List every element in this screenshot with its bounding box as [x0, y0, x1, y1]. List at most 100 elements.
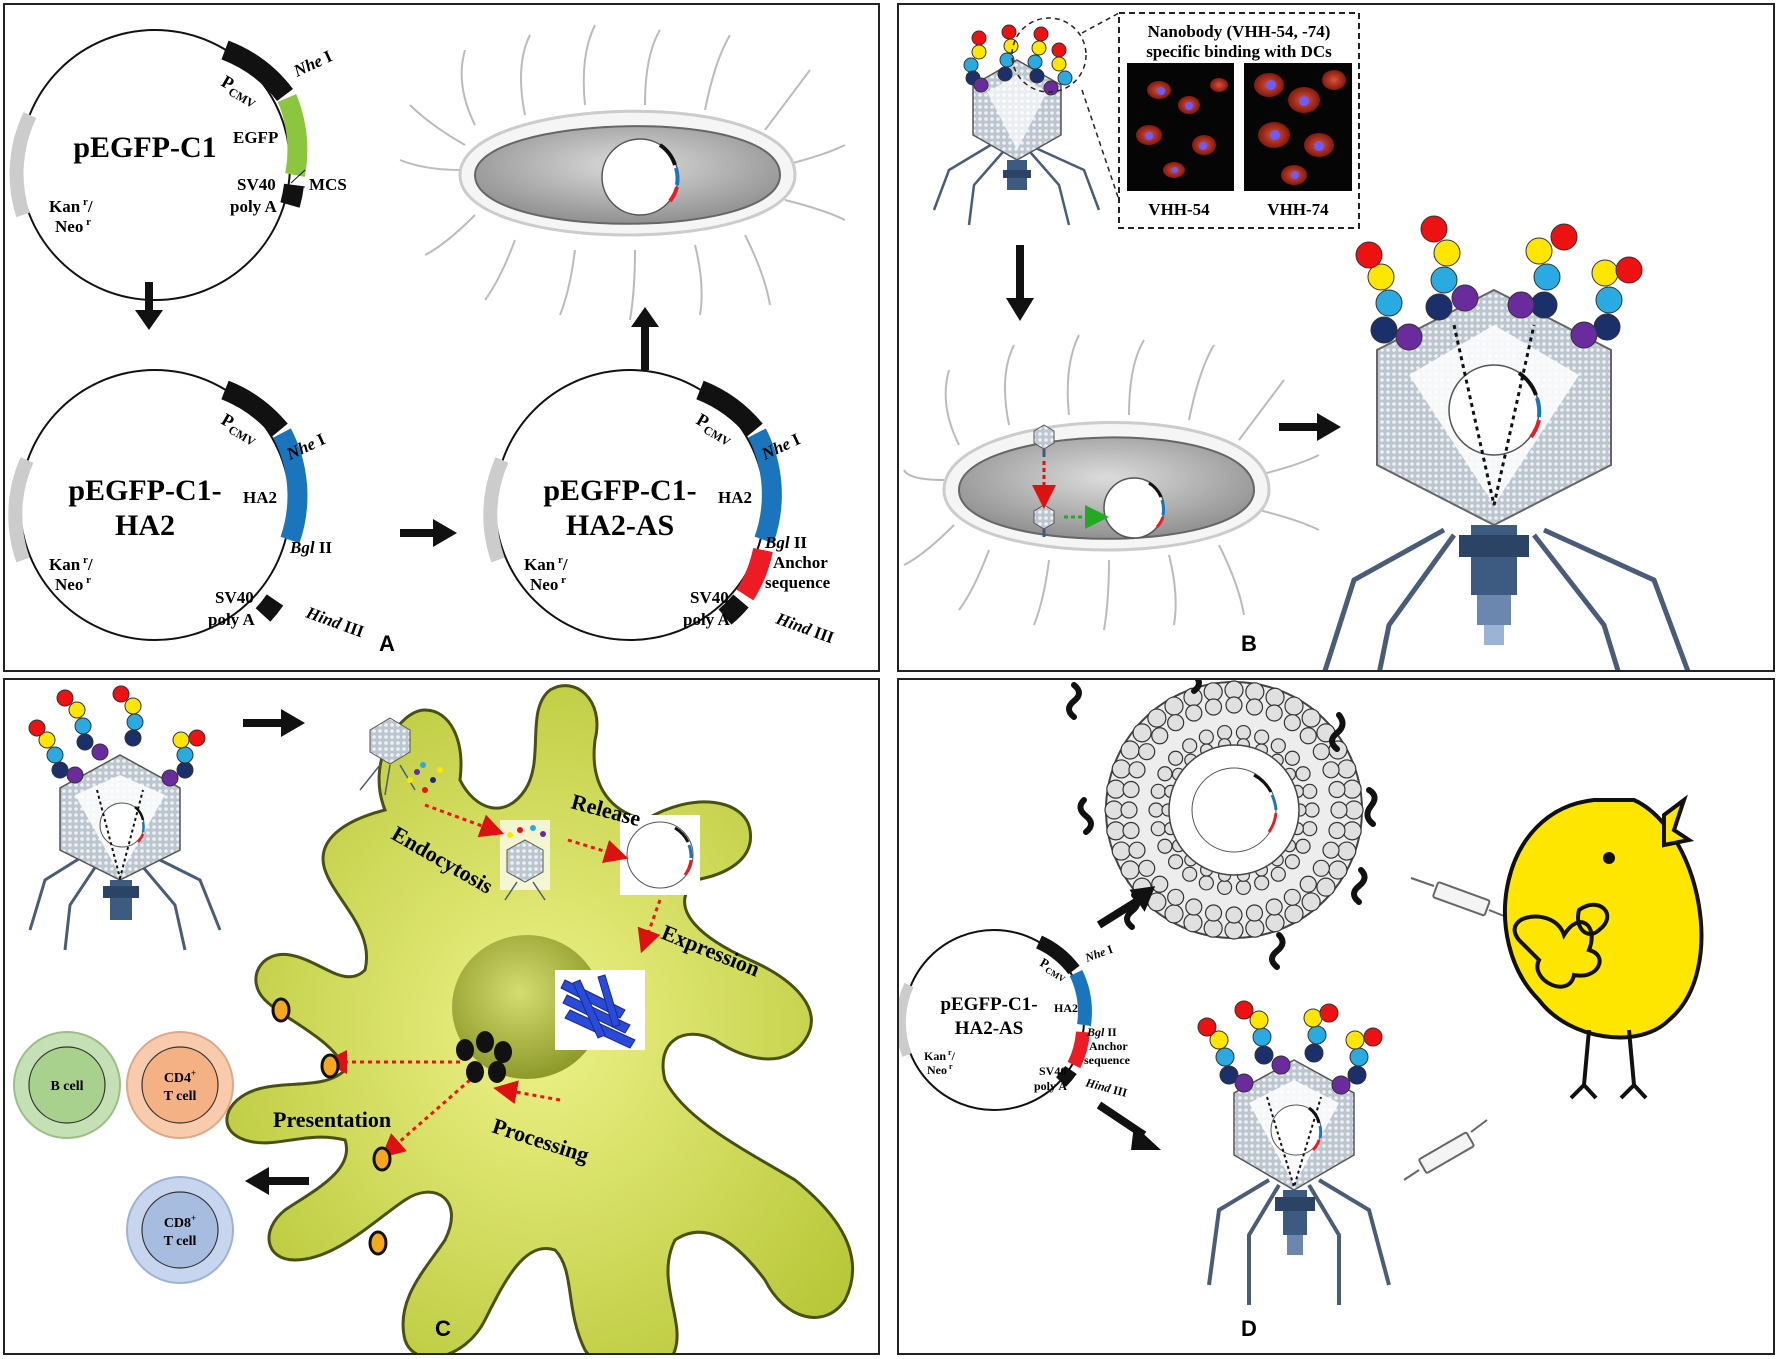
dendritic-cell: [225, 684, 855, 1353]
lipid-head: [1122, 821, 1140, 840]
lipid-head: [1299, 875, 1317, 893]
panel-c-letter: C: [435, 1316, 451, 1341]
lipid-head: [1302, 783, 1318, 799]
plasmid-d-name2: HA2-AS: [955, 1018, 1024, 1039]
phage-d: [1197, 1000, 1391, 1305]
lipid-head: [1167, 714, 1185, 732]
inset-title-2: specific binding with DCs: [1146, 42, 1332, 61]
cd4-tcell-label: T cell: [164, 1089, 197, 1104]
lipid-head: [1316, 877, 1336, 897]
cd8-tcell-label: T cell: [164, 1234, 197, 1249]
lipid-head: [1299, 727, 1317, 745]
plasmid-pegfp-c1: pEGFP-C1 PCMV Nhe I EGFP MCS SV40 poly A…: [9, 29, 347, 301]
bacterium-illustration: [399, 24, 846, 321]
plasmid3-name1: pEGFP-C1-: [543, 474, 696, 507]
lipid-head: [1120, 801, 1138, 819]
lipid-head: [1132, 723, 1152, 743]
sv40-segment: [280, 183, 304, 208]
plasmid2-kan: Kan r/: [49, 554, 93, 574]
b-cell: B cell: [13, 1031, 121, 1139]
egfp-segment: [277, 94, 308, 177]
lipid-head: [1204, 904, 1223, 922]
panel-c: Endocytosis Release Expression Processin…: [3, 678, 880, 1355]
plasmid2-neo: Neo r: [55, 574, 91, 594]
plasmid2-bgl: Bgl II: [289, 538, 332, 557]
lipid-head: [1270, 866, 1286, 882]
plasmid3-bgl: Bgl II: [764, 533, 807, 552]
panel-c-canvas: Endocytosis Release Expression Processin…: [13, 684, 855, 1353]
arrow-down: [135, 282, 163, 330]
phage-mini-b: [1033, 424, 1055, 537]
lipid-head: [1284, 904, 1304, 924]
plasmid-d-sv40: SV40: [1039, 1064, 1066, 1078]
plasmid3-anchor1: Anchor: [773, 553, 828, 572]
plasmid1-name: pEGFP-C1: [73, 131, 216, 164]
plasmid3-polya: poly A: [683, 610, 730, 629]
lipid-head: [1245, 682, 1265, 702]
lipid-head: [1301, 892, 1321, 912]
bacterium-infected: [903, 334, 1320, 631]
plasmid3-ha2: HA2: [718, 488, 752, 507]
lipid-head: [1106, 779, 1126, 799]
lipid-head: [1148, 802, 1164, 818]
panel-d-canvas: pEGFP-C1- HA2-AS PCMV Nhe I HA2 Bgl II A…: [899, 680, 1704, 1341]
inset-label-vhh74: VHH-74: [1267, 200, 1329, 219]
lipid-head: [1302, 821, 1318, 837]
plasmid1-nhe: Nhe I: [290, 46, 336, 81]
lipid-head: [1150, 821, 1166, 837]
panel-d: pEGFP-C1- HA2-AS PCMV Nhe I HA2 Bgl II A…: [897, 678, 1775, 1355]
lipid-head: [1167, 888, 1185, 906]
label-presentation: Presentation: [273, 1107, 391, 1132]
plasmid2-polya: poly A: [208, 610, 255, 629]
lipid-head: [1328, 860, 1348, 880]
lipid-head: [1106, 821, 1126, 841]
lipid-head: [1224, 920, 1244, 940]
liposome: [1066, 680, 1378, 970]
lipid-head: [1330, 801, 1348, 819]
plasmid2-name2: HA2: [115, 509, 175, 542]
lipid-head: [1322, 761, 1340, 779]
b-cell-label: B cell: [50, 1079, 83, 1094]
plasmid1-polya: poly A: [230, 197, 277, 216]
plasmid-released: [620, 815, 700, 895]
plasmid2-sv40: SV40: [215, 588, 254, 607]
plasmid1-neo: Neo r: [55, 216, 91, 236]
lipid-head: [1328, 821, 1346, 840]
lipid-head: [1138, 743, 1156, 761]
phage-endocytosis: [359, 717, 443, 796]
lipid-head: [1270, 738, 1286, 754]
lipid-head: [1120, 740, 1140, 760]
lipid-head: [1284, 750, 1300, 766]
plasmid1-sv40: SV40: [237, 175, 276, 194]
kan-segment: [9, 111, 37, 218]
lipid-head: [1111, 759, 1131, 779]
arrow-to-liposome: [1096, 886, 1156, 929]
lipid-head: [1254, 729, 1270, 745]
lipid-head: [1150, 783, 1166, 799]
plasmid-d-polya: poly A: [1034, 1079, 1067, 1093]
cd8-label: CD8+: [164, 1213, 196, 1231]
lipid-head: [1185, 704, 1203, 722]
micrograph-vhh54: [1127, 63, 1234, 191]
syringe-bottom: [1403, 1119, 1488, 1181]
plasmid1-kan: Kan r/: [49, 196, 93, 216]
lipid-head: [1111, 841, 1131, 861]
cd8-t-cell: CD8+ T cell: [126, 1176, 234, 1284]
plasmid2-name1: pEGFP-C1-: [68, 474, 221, 507]
lipid-head: [1337, 841, 1357, 861]
lipid-head: [1168, 854, 1184, 870]
lipid-head: [1104, 800, 1124, 820]
plasmid-pegfp-c1-ha2-as: pEGFP-C1- HA2-AS PCMV Nhe I HA2 Bgl II A…: [483, 369, 837, 647]
lipid-head: [1122, 780, 1140, 799]
lipid-head: [1216, 724, 1233, 741]
lipid-head: [1182, 738, 1198, 754]
panel-a: pEGFP-C1 PCMV Nhe I EGFP MCS SV40 poly A…: [3, 3, 880, 672]
arrow-right: [400, 519, 457, 547]
lipid-head: [1245, 904, 1264, 922]
lipid-head: [1265, 913, 1285, 933]
lipid-head: [1164, 904, 1184, 924]
cd4-label: CD4+: [164, 1068, 196, 1086]
lipid-head: [1245, 918, 1265, 938]
panel-d-letter: D: [1241, 1316, 1257, 1341]
arrow-up: [631, 307, 659, 370]
